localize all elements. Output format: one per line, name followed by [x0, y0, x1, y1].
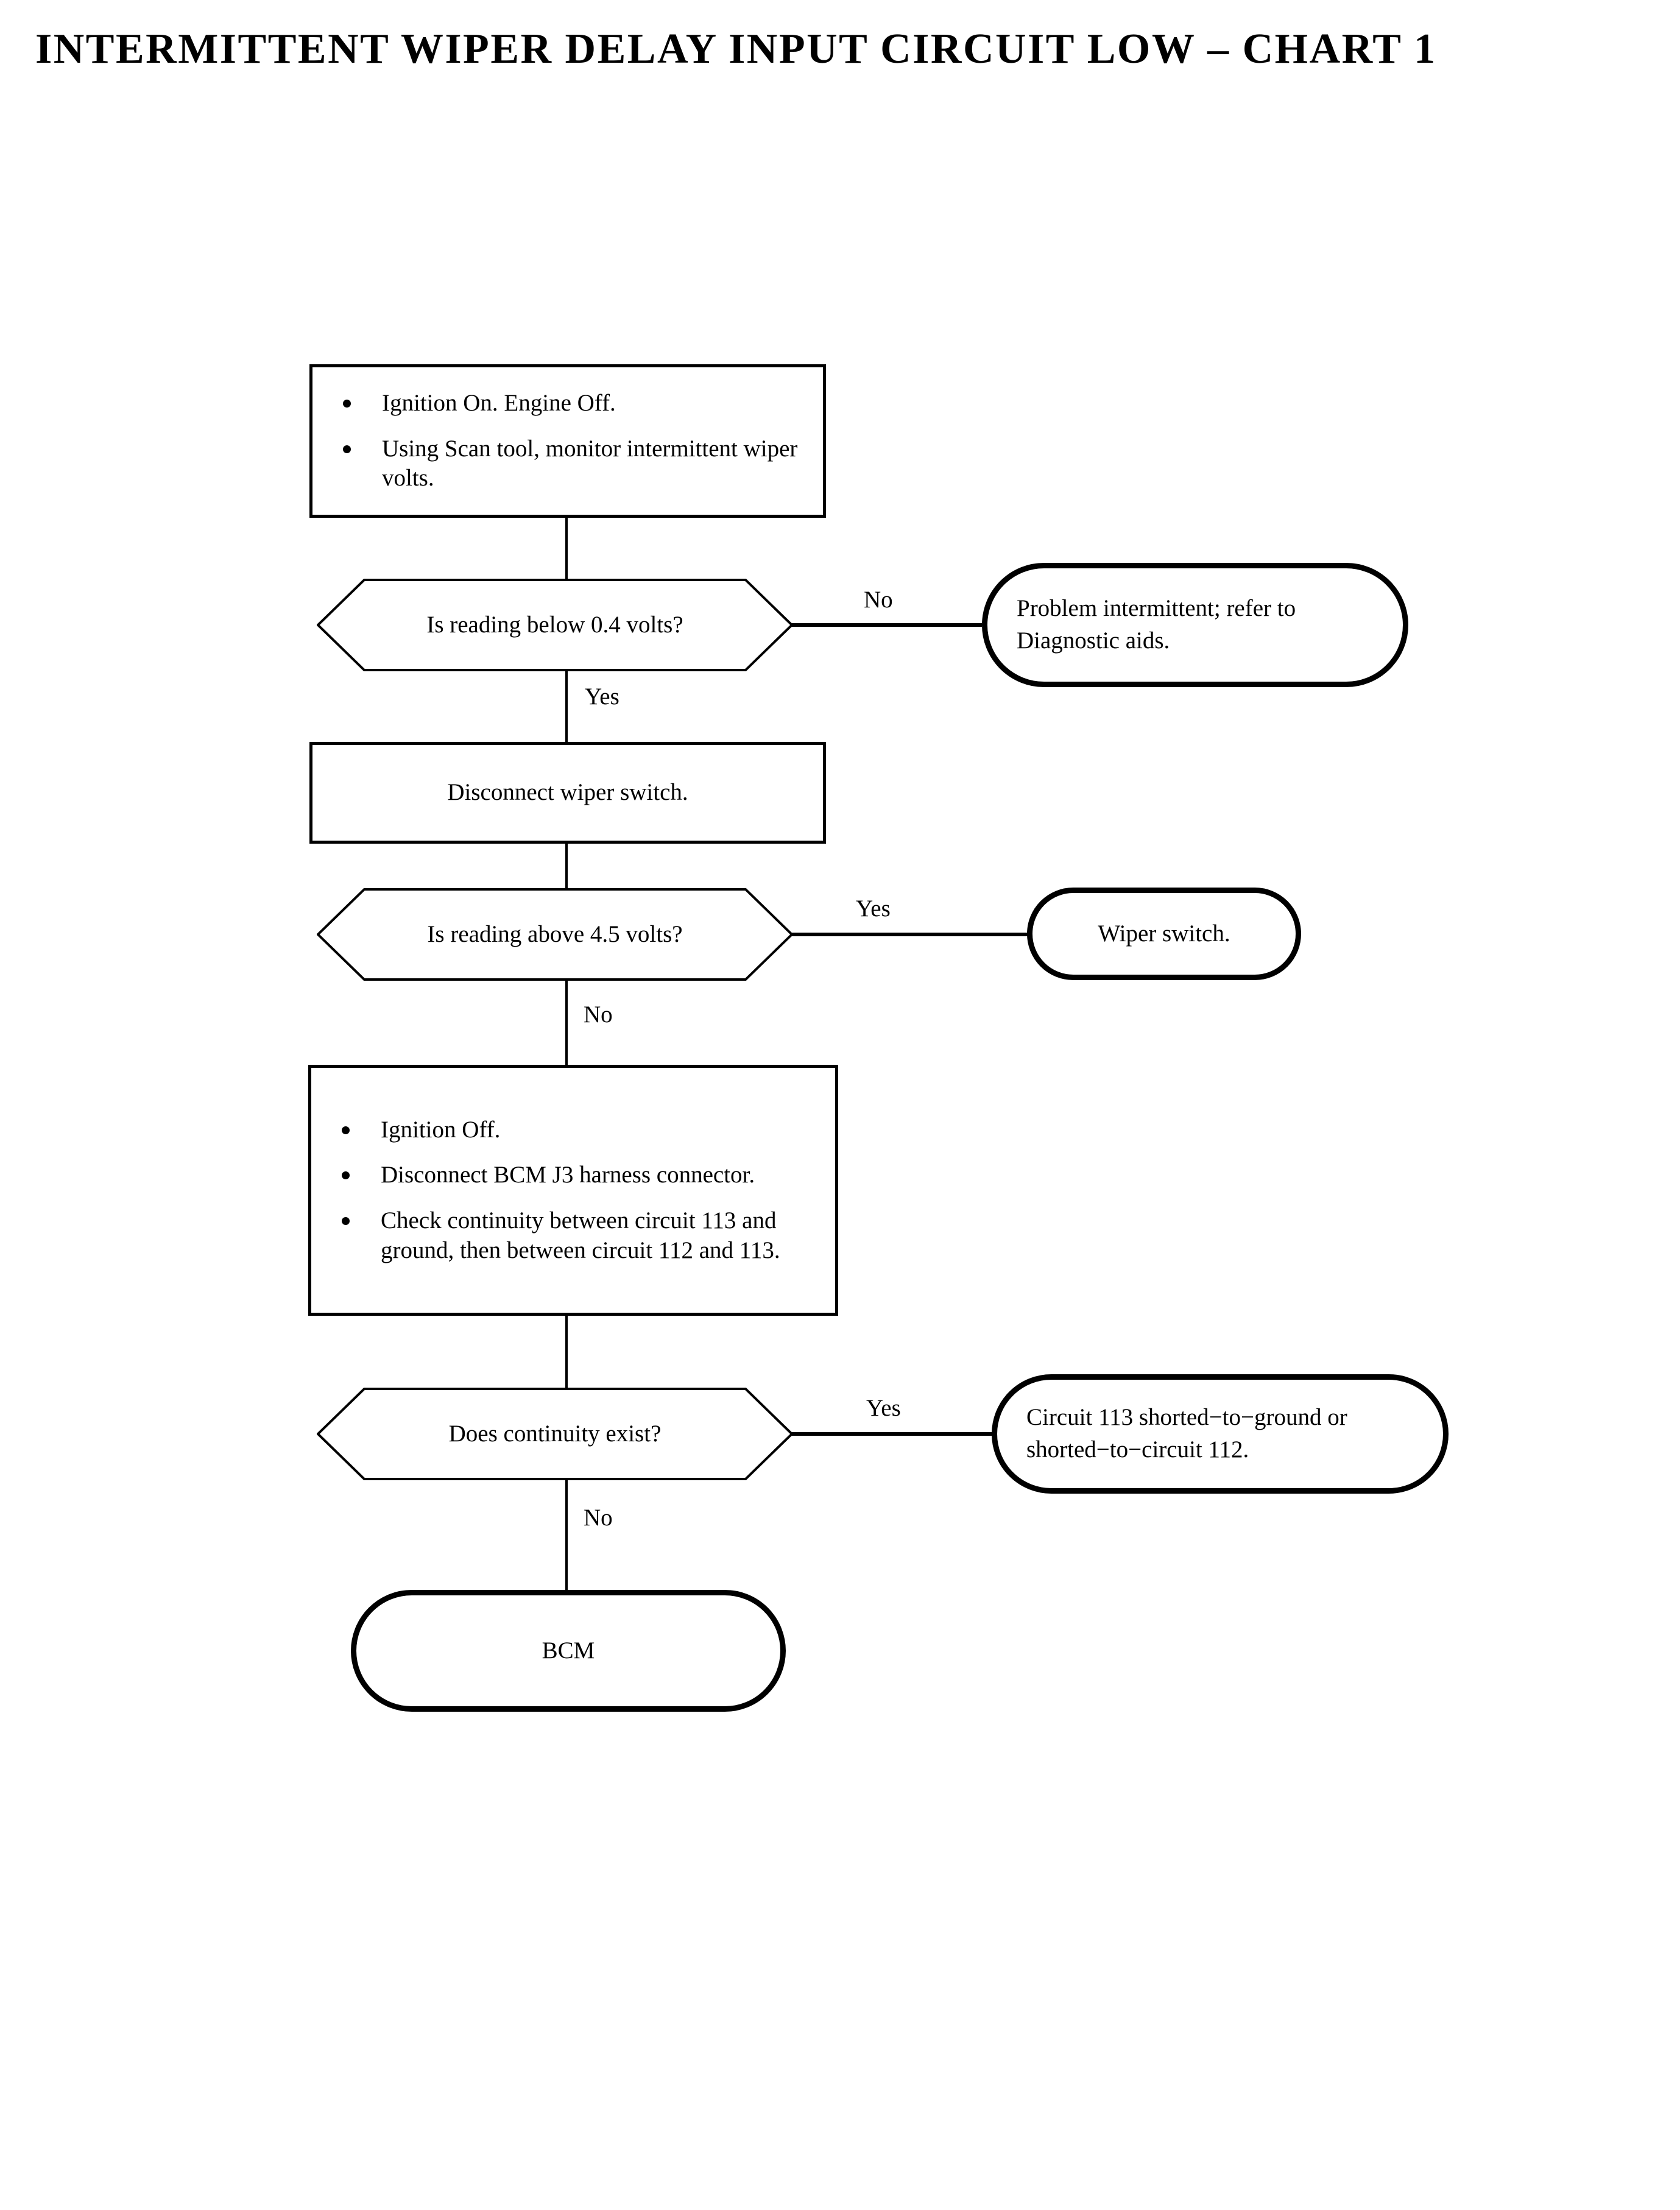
edge-label-decision3-no: No [584, 1505, 613, 1531]
edge-label-decision1-yes: Yes [585, 683, 619, 710]
connector-decision2-no [565, 981, 568, 1066]
decision-2-label: Is reading above 4.5 volts? [427, 920, 683, 947]
connector-step3-to-decision3 [565, 1316, 568, 1389]
terminal-wiper-switch-label: Wiper switch. [1098, 920, 1230, 947]
hexagon-outline-icon [317, 579, 793, 671]
list-item: Ignition On. Engine Off. [338, 389, 810, 418]
list-item: Using Scan tool, monitor intermittent wi… [338, 434, 810, 494]
connector-decision1-no [792, 623, 982, 627]
connector-step1-to-decision1 [565, 518, 568, 579]
process-step-3: Ignition Off. Disconnect BCM J3 harness … [308, 1065, 838, 1316]
connector-decision3-yes [792, 1432, 993, 1436]
edge-label-decision3-yes: Yes [866, 1395, 901, 1421]
edge-label-decision1-no: No [864, 587, 893, 613]
terminal-wiper-switch: Wiper switch. [1027, 888, 1301, 980]
process-step-2: Disconnect wiper switch. [309, 742, 826, 844]
list-item: Ignition Off. [337, 1115, 822, 1145]
terminal-circuit-113-shorted-label: Circuit 113 shorted−to−ground or shorted… [1026, 1404, 1347, 1463]
edge-label-decision2-no: No [584, 1001, 613, 1028]
hexagon-outline-icon [317, 1388, 793, 1480]
connector-decision1-yes [565, 671, 568, 742]
decision-is-reading-below-0-4-volts: Is reading below 0.4 volts? [317, 579, 793, 671]
connector-step2-to-decision2 [565, 844, 568, 889]
terminal-circuit-113-shorted: Circuit 113 shorted−to−ground or shorted… [992, 1374, 1449, 1494]
step-2-label: Disconnect wiper switch. [447, 779, 688, 806]
process-step-1: Ignition On. Engine Off. Using Scan tool… [309, 364, 826, 518]
terminal-bcm: BCM [351, 1590, 786, 1712]
page-title: INTERMITTENT WIPER DELAY INPUT CIRCUIT L… [35, 26, 1437, 72]
connector-decision3-no [565, 1480, 568, 1591]
terminal-bcm-label: BCM [542, 1637, 595, 1664]
list-item: Check continuity between circuit 113 and… [337, 1206, 822, 1266]
step-3-bullet-list: Ignition Off. Disconnect BCM J3 harness … [311, 1115, 835, 1266]
list-item: Disconnect BCM J3 harness connector. [337, 1160, 822, 1190]
decision-does-continuity-exist: Does continuity exist? [317, 1388, 793, 1480]
decision-3-label: Does continuity exist? [448, 1420, 662, 1447]
decision-1-label: Is reading below 0.4 volts? [426, 611, 683, 638]
edge-label-decision2-yes: Yes [856, 895, 891, 922]
decision-is-reading-above-4-5-volts: Is reading above 4.5 volts? [317, 888, 793, 981]
step-1-bullet-list: Ignition On. Engine Off. Using Scan tool… [312, 389, 823, 493]
terminal-problem-intermittent-label: Problem intermittent; refer to Diagnosti… [1017, 595, 1296, 654]
terminal-problem-intermittent: Problem intermittent; refer to Diagnosti… [982, 563, 1408, 687]
hexagon-outline-icon [317, 888, 793, 981]
connector-decision2-yes [792, 933, 1028, 936]
